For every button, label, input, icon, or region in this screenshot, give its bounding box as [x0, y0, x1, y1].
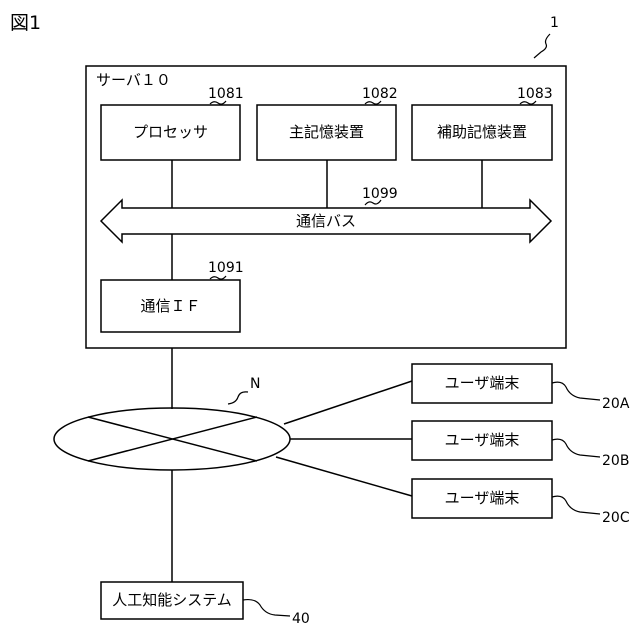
storage-ref: 1083 [517, 87, 553, 101]
processor-ref: 1081 [208, 87, 244, 101]
terminal-c-ref-leader [552, 496, 600, 514]
terminal-a-label: ユーザ端末 [412, 376, 552, 391]
processor-label: プロセッサ [101, 125, 240, 140]
comm-if-label: 通信ＩＦ [101, 299, 240, 314]
terminal-b-label: ユーザ端末 [412, 433, 552, 448]
network-label: N [250, 377, 260, 391]
terminal-a-ref-leader [552, 382, 600, 400]
comm-if-ref: 1091 [208, 261, 244, 275]
ai-system-label: 人工知能システム [101, 593, 243, 608]
memory-ref: 1082 [362, 87, 398, 101]
network-ref-leader [228, 392, 248, 404]
bus-ref: 1099 [362, 187, 398, 201]
ai-system-ref: 40 [292, 612, 310, 626]
server-label: サーバ１０ [96, 73, 171, 88]
ai-system-ref-leader [243, 600, 290, 616]
terminal-c-ref: 20C [602, 511, 630, 525]
aux-storage-label: 補助記憶装置 [412, 125, 552, 140]
system-ref-leader [534, 34, 550, 58]
network-terminal-c-link [276, 457, 412, 496]
system-ref: 1 [550, 16, 559, 30]
bus-label: 通信バス [101, 214, 551, 229]
terminal-b-ref-leader [552, 439, 600, 457]
main-memory-label: 主記憶装置 [257, 125, 396, 140]
network-terminal-a-link [284, 381, 412, 424]
terminal-b-ref: 20B [602, 454, 629, 468]
terminal-a-ref: 20A [602, 397, 629, 411]
terminal-c-label: ユーザ端末 [412, 491, 552, 506]
figure-title: 図1 [10, 14, 41, 33]
comm-if-ref-leader [210, 276, 226, 279]
